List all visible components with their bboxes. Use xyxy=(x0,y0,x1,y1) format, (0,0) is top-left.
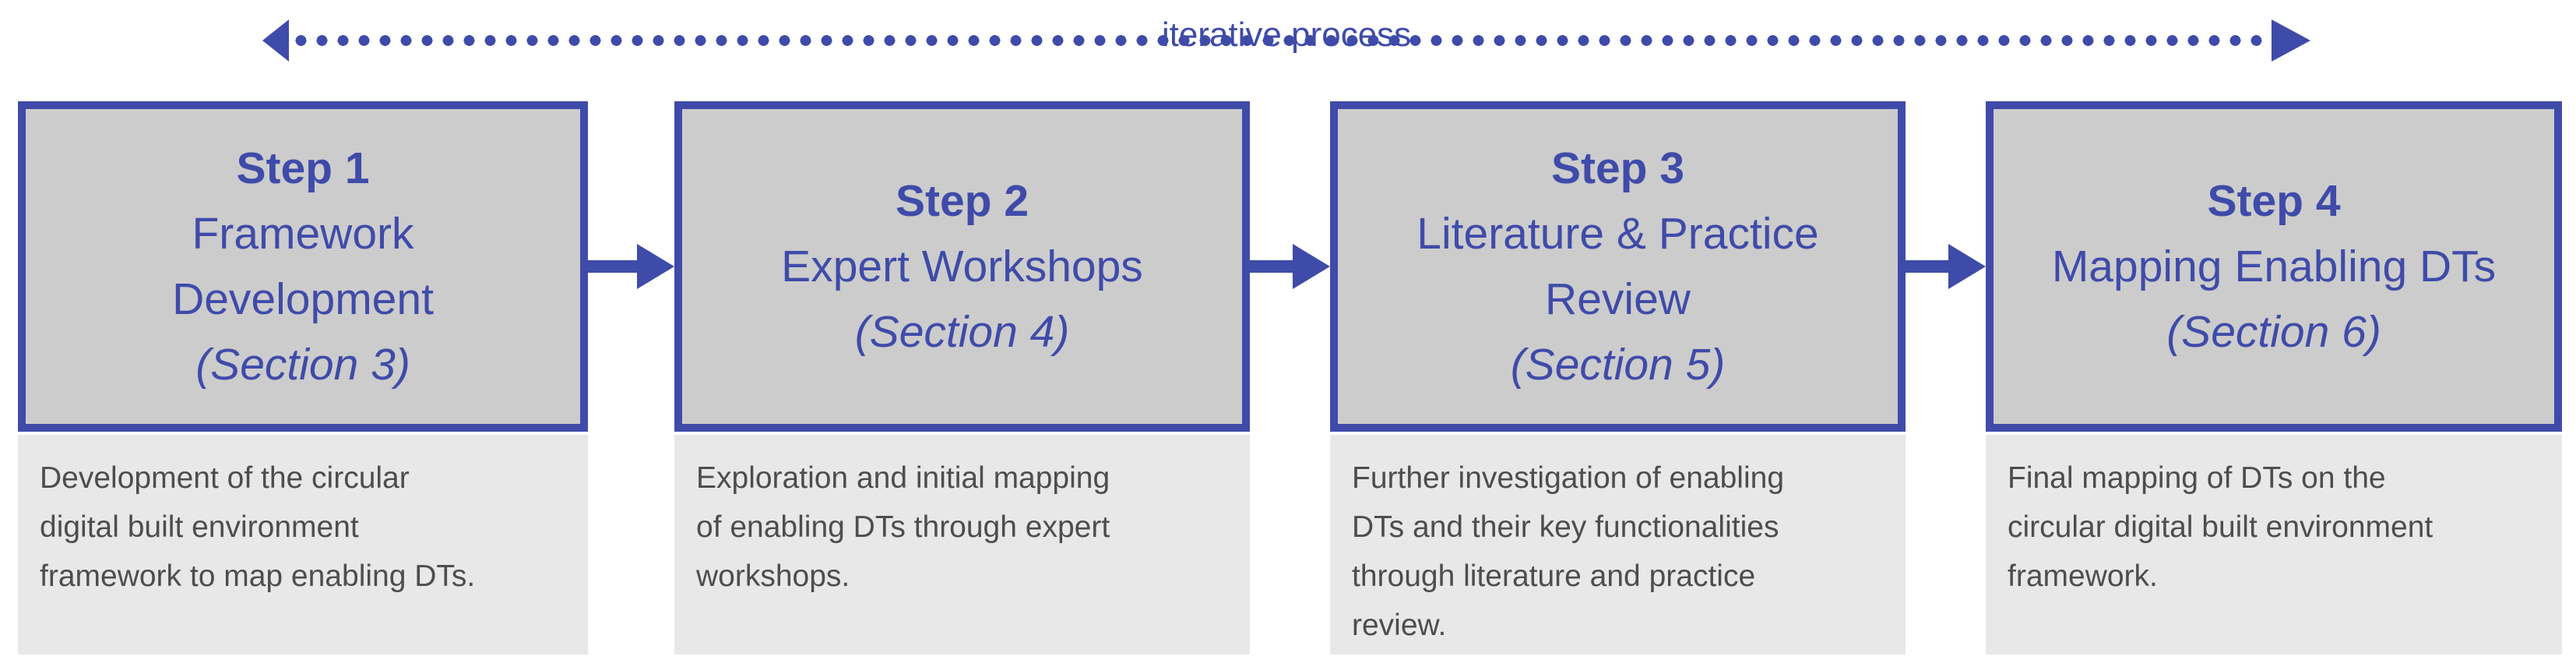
iterative-process-label: iterative process xyxy=(1161,16,1412,54)
step-title: Step 2 xyxy=(895,176,1029,226)
step-title: Step 4 xyxy=(2207,176,2341,226)
arrow-stem xyxy=(1906,260,1951,273)
step-section: (Section 6) xyxy=(2166,307,2381,357)
step-3-description-panel: Further investigation of enabling DTs an… xyxy=(1330,435,1906,655)
step-4-description-panel: Final mapping of DTs on the circular dig… xyxy=(1986,435,2562,655)
step-3-box: Step 3 Literature & Practice Review (Sec… xyxy=(1330,101,1906,432)
step-title: Step 3 xyxy=(1550,143,1685,193)
step-section: (Section 4) xyxy=(854,307,1070,357)
arrow-stem xyxy=(588,260,640,273)
step-name: Literature & Practice Review xyxy=(1416,209,1819,324)
dotted-line xyxy=(290,35,2265,46)
flow-arrow-3-4 xyxy=(1906,244,1986,289)
step-name: Expert Workshops xyxy=(781,242,1143,291)
step-description: Exploration and initial mapping of enabl… xyxy=(696,461,1110,593)
arrow-stem xyxy=(1250,260,1296,273)
left-arrowhead-icon xyxy=(262,19,289,62)
step-description: Development of the circular digital buil… xyxy=(40,461,476,593)
flow-arrow-2-3 xyxy=(1250,244,1330,289)
iterative-process-arrow: iterative process xyxy=(262,14,2310,64)
step-section: (Section 5) xyxy=(1510,340,1726,390)
step-description: Final mapping of DTs on the circular dig… xyxy=(2008,461,2433,593)
step-1-description-panel: Development of the circular digital buil… xyxy=(18,435,588,655)
step-description: Further investigation of enabling DTs an… xyxy=(1352,461,1785,642)
arrow-head-icon xyxy=(1293,244,1330,289)
step-name: Framework Development xyxy=(172,209,434,324)
step-title: Step 1 xyxy=(236,143,370,193)
step-name: Mapping Enabling DTs xyxy=(2051,242,2497,291)
step-2-description-panel: Exploration and initial mapping of enabl… xyxy=(674,435,1250,655)
step-2-box: Step 2 Expert Workshops (Section 4) xyxy=(674,101,1250,432)
arrow-head-icon xyxy=(1948,244,1986,289)
step-section: (Section 3) xyxy=(195,340,410,390)
arrow-head-icon xyxy=(637,244,674,289)
flow-arrow-1-2 xyxy=(588,244,674,289)
right-arrowhead-icon xyxy=(2272,19,2310,62)
step-4-box: Step 4 Mapping Enabling DTs (Section 6) xyxy=(1986,101,2562,432)
step-1-box: Step 1 Framework Development (Section 3) xyxy=(18,101,588,432)
